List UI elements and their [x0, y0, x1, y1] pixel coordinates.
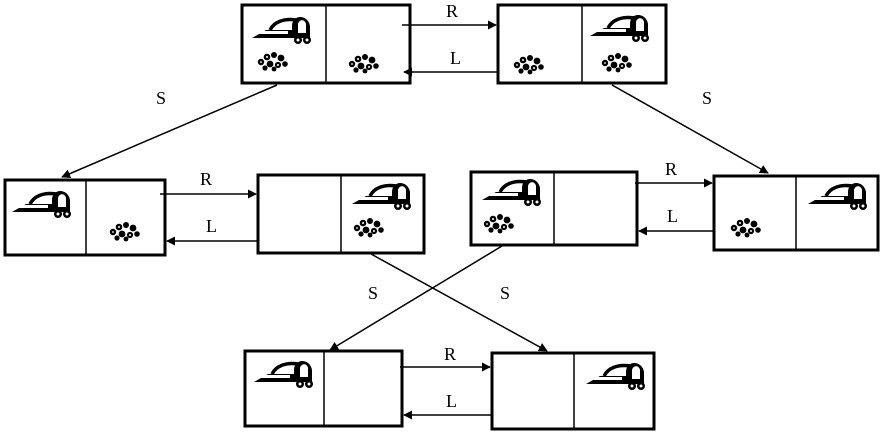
label-suck-cross-left: S — [368, 283, 378, 303]
label-right-middle-left: R — [200, 169, 212, 189]
state-middle-right-b — [712, 174, 880, 252]
label-left-middle-left: L — [206, 216, 217, 236]
label-suck-top-right: S — [702, 88, 712, 108]
state-bottom-left — [243, 349, 404, 428]
state-middle-left-a — [3, 178, 167, 257]
state-top-right — [496, 3, 668, 85]
state-top-left — [240, 3, 412, 85]
label-left-middle-right: L — [667, 206, 678, 226]
label-right-middle-right: R — [665, 159, 677, 179]
label-left-bottom: L — [446, 391, 457, 411]
state-middle-left-b — [256, 173, 426, 255]
state-bottom-right — [490, 351, 656, 431]
label-right-bottom: R — [444, 344, 456, 364]
transition-suck-top-left — [61, 84, 278, 178]
label-right-top: R — [446, 1, 458, 21]
label-suck-cross-right: S — [500, 283, 510, 303]
label-suck-top-left: S — [156, 88, 166, 108]
transition-suck-top-right — [611, 84, 769, 174]
transition-suck-cross-to-bottom-right — [370, 253, 548, 352]
transition-suck-cross-to-bottom-left — [329, 245, 503, 351]
state-middle-right-a — [469, 170, 639, 247]
label-left-top: L — [450, 48, 461, 68]
